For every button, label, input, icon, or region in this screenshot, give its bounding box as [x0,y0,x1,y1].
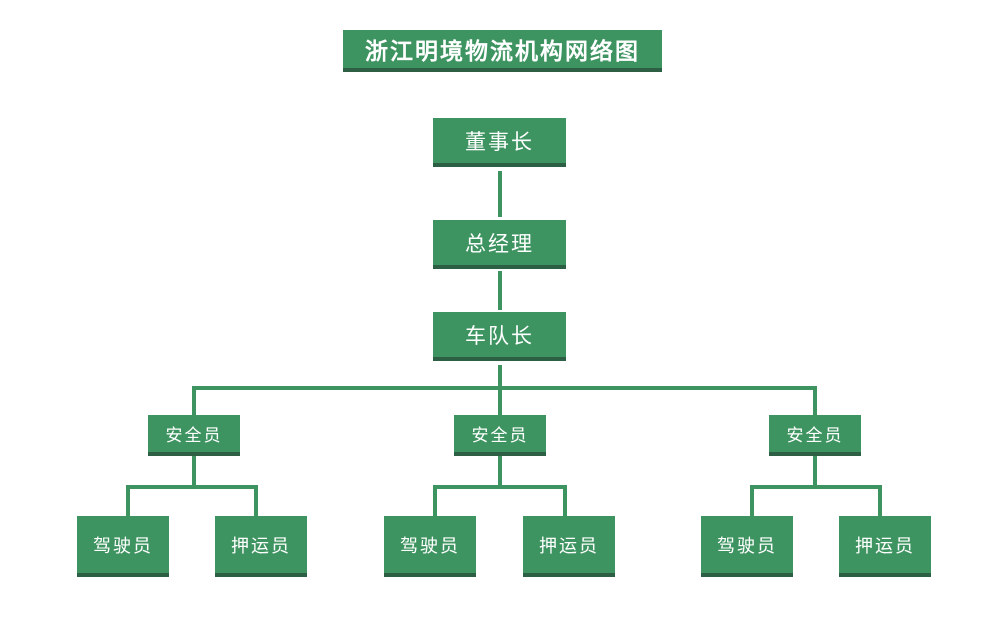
connector-group3-driver [750,489,754,516]
org-node-safety-officer-2: 安全员 [454,415,546,456]
org-node-escort-3: 押运员 [839,516,931,577]
connector-group2-escort [563,489,567,516]
connector-safety3-bus [813,456,817,485]
connector-group1-driver [126,489,130,516]
org-node-driver-3: 驾驶员 [701,516,793,577]
connector-bus-safety-2 [498,390,502,415]
org-node-fleet-captain: 车队长 [433,312,566,361]
org-node-general-manager: 总经理 [433,220,566,269]
connector-chairman-gm [498,171,502,217]
connector-top-bus [192,386,817,390]
org-node-driver-1: 驾驶员 [77,516,169,577]
connector-gm-fleetcaptain [498,271,502,310]
connector-group2-driver [433,489,437,516]
connector-safety1-bus [192,456,196,485]
connector-group1-bus [126,485,258,489]
org-node-escort-2: 押运员 [523,516,615,577]
connector-group1-escort [254,489,258,516]
connector-fleetcaptain-bus [498,365,502,388]
connector-bus-safety-1 [192,390,196,415]
org-node-safety-officer-1: 安全员 [148,415,240,456]
org-node-chairman: 董事长 [433,118,566,167]
org-node-driver-2: 驾驶员 [384,516,476,577]
org-node-safety-officer-3: 安全员 [769,415,861,456]
connector-group3-escort [878,489,882,516]
connector-bus-safety-3 [813,390,817,415]
connector-group3-bus [750,485,882,489]
connector-safety2-bus [498,456,502,485]
org-node-escort-1: 押运员 [215,516,307,577]
connector-group2-bus [433,485,567,489]
chart-title: 浙江明境物流机构网络图 [343,30,662,72]
